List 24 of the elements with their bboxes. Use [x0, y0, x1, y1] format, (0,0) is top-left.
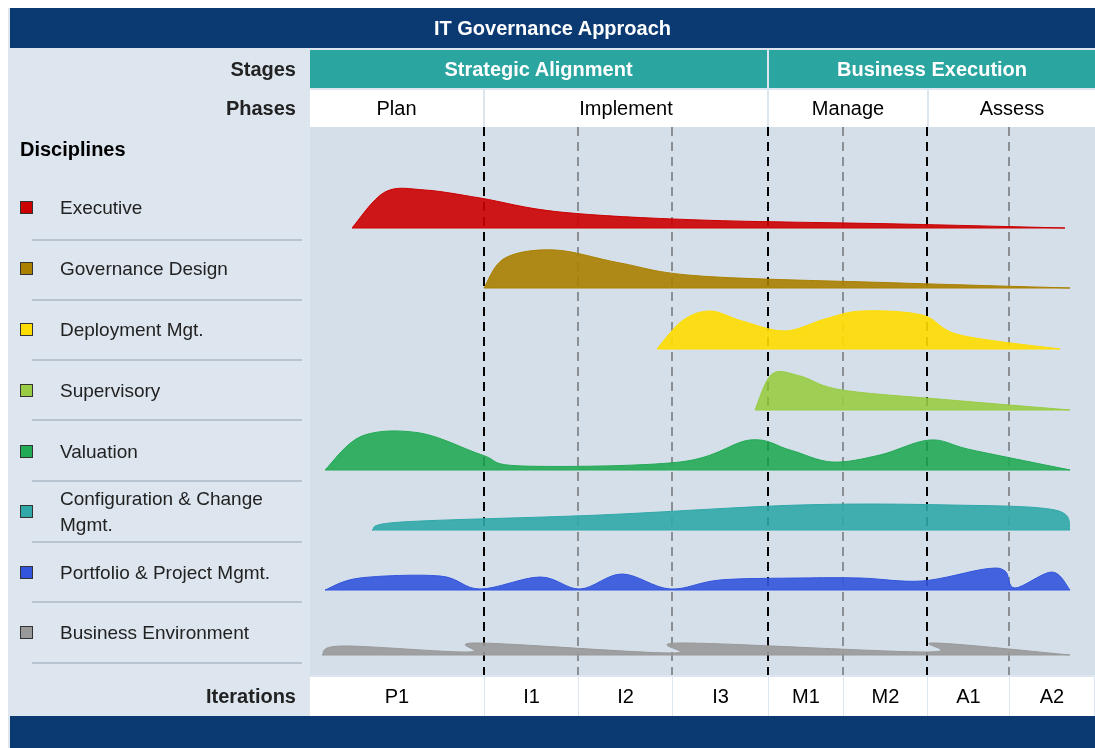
iteration-header: I2 [579, 677, 672, 716]
phase-header: Assess [929, 90, 1095, 127]
column-header: Disciplines [20, 136, 127, 162]
iteration-header: A1 [928, 677, 1009, 716]
phase-header: Manage [769, 90, 927, 127]
phase-header: Implement [485, 90, 767, 127]
iteration-header: A2 [1010, 677, 1094, 716]
legend-label: Business Environment [60, 621, 251, 645]
iteration-header: I1 [485, 677, 578, 716]
phase-header: Plan [310, 90, 483, 127]
iteration-header: M2 [844, 677, 927, 716]
iteration-header: P1 [310, 677, 484, 716]
legend-label: Portfolio & Project Mgmt. [60, 561, 272, 585]
stage-header: Business Execution [769, 50, 1095, 88]
legend-label: Governance Design [60, 257, 229, 281]
legend-label: Deployment Mgt. [60, 318, 205, 342]
stage-header: Strategic Alignment [310, 50, 767, 88]
legend-label: Supervisory [60, 379, 162, 403]
iteration-header: M1 [769, 677, 843, 716]
legend-label: Valuation [60, 440, 139, 464]
legend-label: Configuration & Change Mgmt. [60, 487, 264, 537]
legend-label: Executive [60, 196, 144, 220]
iteration-header: I3 [673, 677, 768, 716]
title-bar: IT Governance Approach [10, 8, 1095, 48]
